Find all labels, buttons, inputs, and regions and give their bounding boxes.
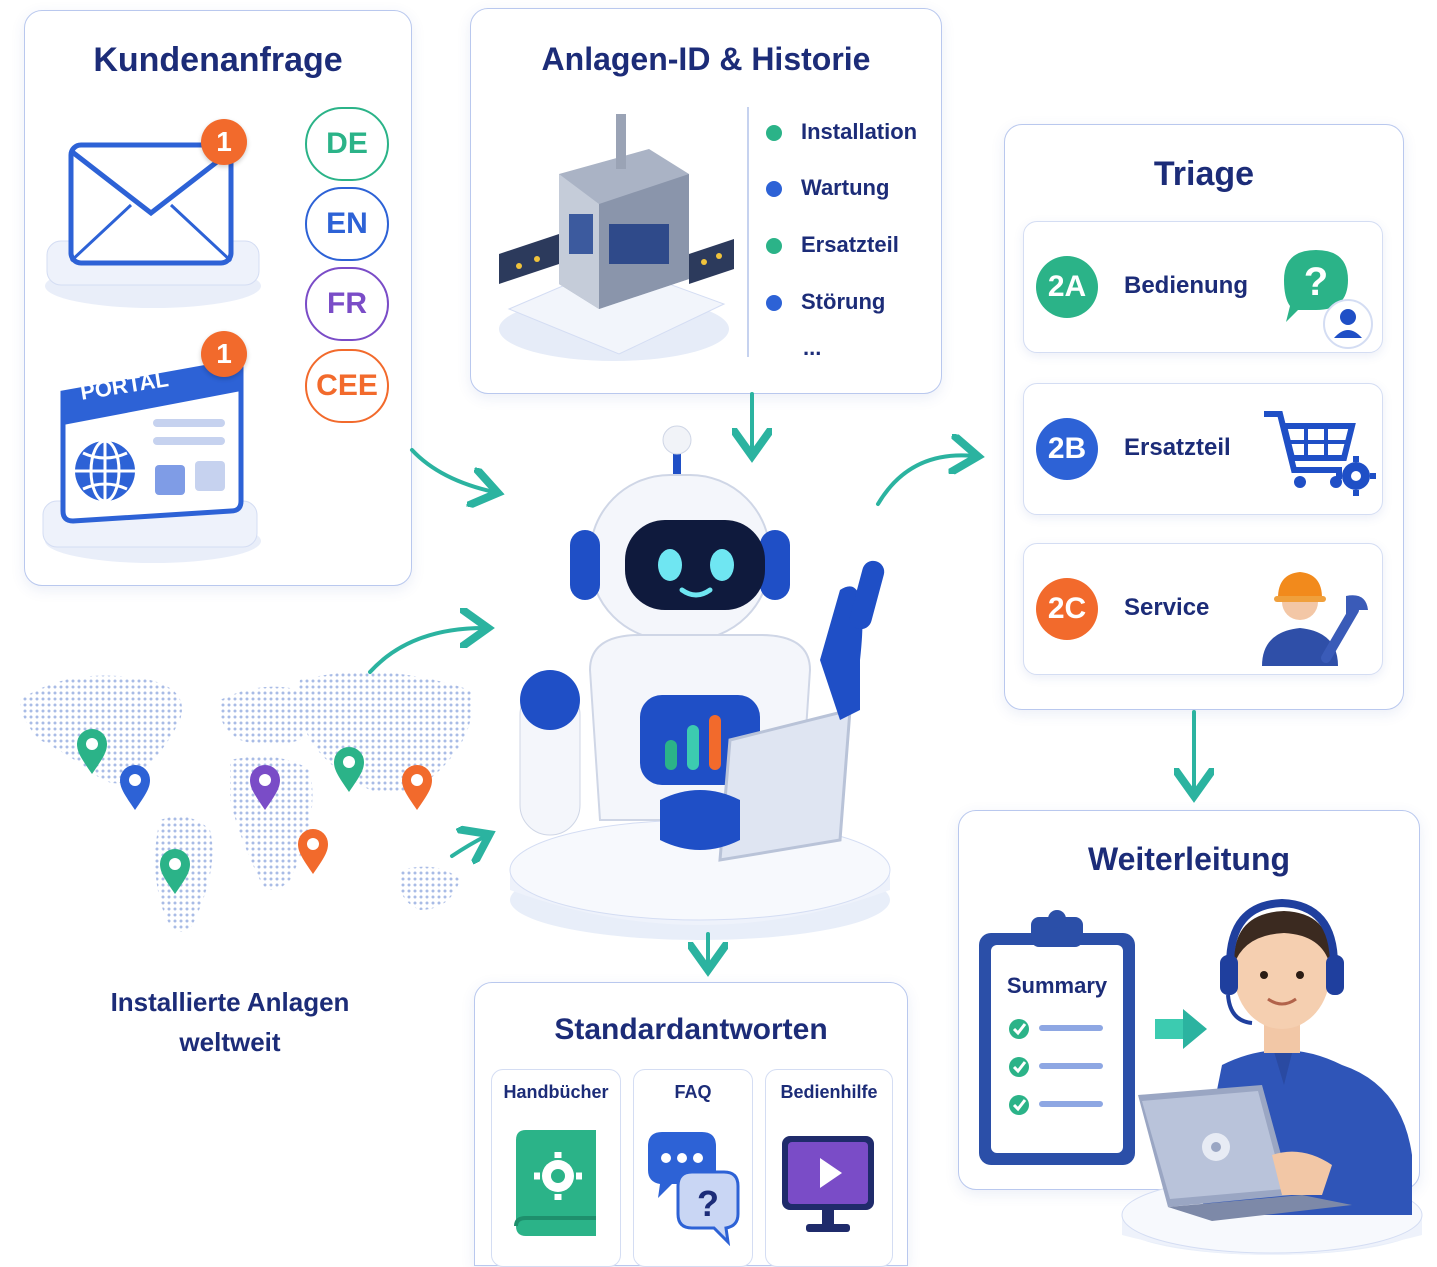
summary-label: Summary [1006, 973, 1108, 998]
triage-card-service: 2C Service [1023, 543, 1383, 675]
history-panel: Anlagen-ID & Historie Installation Wartu… [470, 8, 942, 394]
triage-card-bedienung: 2A Bedienung ? [1023, 221, 1383, 353]
map-pin-icon [298, 829, 328, 874]
timeline-item-more: ... [803, 335, 822, 360]
timeline-item-wartung: Wartung [801, 175, 890, 200]
timeline-item-ersatzteil: Ersatzteil [801, 232, 899, 257]
arrow-map-to-robot [368, 628, 484, 674]
svg-text:?: ? [697, 1183, 719, 1224]
arrow-robot-to-triage [876, 455, 974, 506]
standard-item-manuals: Handbücher [491, 1069, 621, 1267]
timeline-item-installation: Installation [801, 119, 918, 144]
triage-panel: Triage 2A Bedienung ? 2B Ersatzteil [1004, 124, 1404, 710]
triage-label-ersatzteil: Ersatzteil [1124, 434, 1231, 461]
manuals-label: Handbücher [503, 1082, 609, 1102]
email-icon [45, 142, 261, 308]
email-badge: 1 [201, 119, 247, 165]
map-pin-icon [160, 849, 190, 894]
lang-bubble-en: EN [305, 187, 389, 261]
map-pin-icon [334, 747, 364, 792]
timeline-dot-wartung [766, 181, 782, 197]
clipboard-icon [979, 910, 1135, 1165]
inquiry-panel: Kundenanfrage 1 PORTAL 1 DE EN FR CEE [24, 10, 412, 586]
worldmap-caption-line1: Installierte Anlagen [110, 987, 350, 1017]
map-pin-icon [120, 765, 150, 810]
machine-icon [499, 114, 734, 361]
triage-label-service: Service [1124, 594, 1210, 621]
lang-bubble-cee: CEE [305, 349, 389, 423]
inquiry-title: Kundenanfrage [93, 41, 343, 79]
worldmap-caption: Installierte Anlagen weltweit [90, 982, 370, 1062]
world-map-graphic [20, 672, 472, 932]
question-bubble-icon: ? [1284, 250, 1373, 349]
arrow-map-to-robot-2 [450, 836, 486, 856]
timeline-line [747, 107, 749, 357]
map-pin-icon [402, 765, 432, 810]
portal-badge: 1 [201, 331, 247, 377]
manual-book-icon [514, 1130, 596, 1236]
timeline-item-stoerung: Störung [801, 289, 886, 314]
cart-gear-icon [1264, 411, 1376, 496]
portal-window-icon [42, 358, 261, 563]
technician-icon [1262, 572, 1368, 666]
lang-bubble-de: DE [305, 107, 389, 181]
forward-arrow-icon [1155, 1009, 1207, 1049]
worldmap-caption-line2: weltweit [179, 1027, 281, 1057]
triage-number-2a: 2A [1036, 256, 1098, 318]
standard-item-help: Bedienhilfe [765, 1069, 893, 1267]
svg-text:?: ? [1304, 260, 1328, 304]
standard-panel: Standardantworten Handbücher FAQ ? Bedie… [474, 982, 908, 1267]
lang-bubble-fr: FR [305, 267, 389, 341]
standard-title: Standardantworten [554, 1013, 828, 1046]
forward-title: Weiterleitung [1087, 841, 1291, 877]
triage-title: Triage [1153, 155, 1255, 193]
triage-number-2c: 2C [1036, 578, 1098, 640]
support-agent-icon [1121, 898, 1423, 1255]
timeline-dot-stoerung [766, 295, 782, 311]
faq-bubbles-icon: ? [648, 1132, 740, 1246]
triage-number-2b: 2B [1036, 418, 1098, 480]
arrow-inquiry-to-robot [410, 448, 494, 492]
map-pin-icon [250, 765, 280, 810]
map-pin-icon [77, 729, 107, 774]
faq-label: FAQ [674, 1082, 712, 1102]
video-help-icon [782, 1136, 874, 1232]
robot-assistant-icon [509, 425, 891, 940]
triage-label-bedienung: Bedienung [1124, 272, 1248, 299]
history-title: Anlagen-ID & Historie [541, 41, 871, 77]
timeline-dot-ersatzteil [766, 238, 782, 254]
triage-card-ersatzteil: 2B Ersatzteil [1023, 383, 1383, 515]
help-label: Bedienhilfe [780, 1082, 878, 1102]
timeline-dot-installation [766, 125, 782, 141]
standard-item-faq: FAQ ? [633, 1069, 753, 1267]
